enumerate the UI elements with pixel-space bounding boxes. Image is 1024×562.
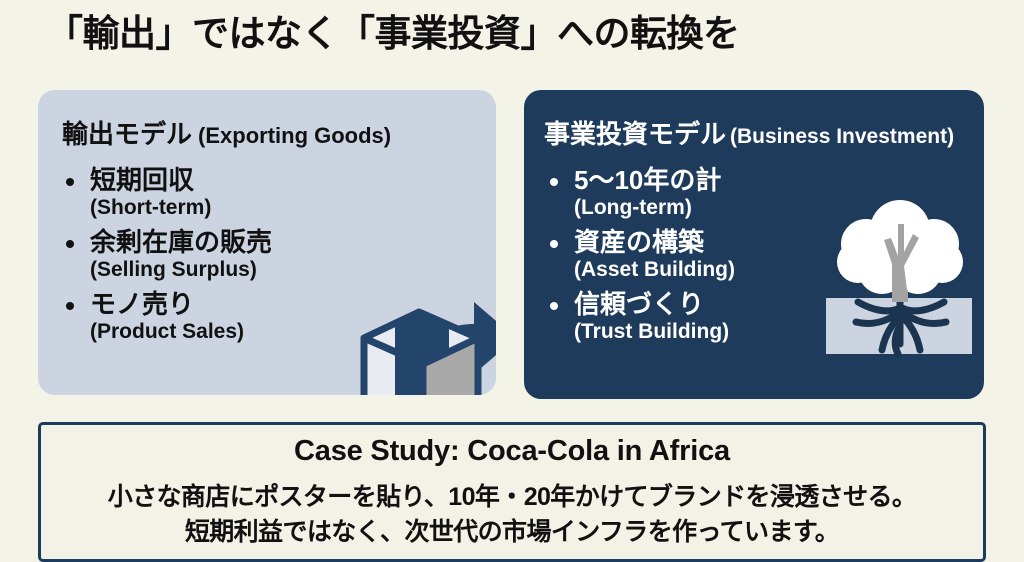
bullet-dot-icon	[550, 240, 558, 249]
bullet-dot-icon	[66, 178, 74, 186]
list-item: 資産の構築 (Asset Building)	[546, 227, 735, 282]
list-item-label-en: (Long-term)	[574, 195, 692, 219]
exporting-model-heading-jp: 輸出モデル	[62, 119, 193, 149]
bullet-dot-icon	[550, 178, 558, 186]
business-investment-heading: 事業投資モデル(Business Investment)	[544, 114, 954, 151]
tree-with-roots-icon	[826, 200, 972, 358]
business-investment-heading-jp: 事業投資モデル	[544, 119, 727, 149]
list-item-label-jp: 信頼づくり	[574, 289, 705, 320]
list-item-label-en: (Short-term)	[90, 195, 212, 219]
business-investment-card: 事業投資モデル(Business Investment) 5〜10年の計 (Lo…	[524, 90, 984, 399]
case-study-box: Case Study: Coca-Cola in Africa 小さな商店にポス…	[38, 422, 986, 562]
shipping-box-arrow-icon	[360, 302, 496, 395]
case-study-line-2: 短期利益ではなく、次世代の市場インフラを作っています。	[184, 518, 840, 546]
bullet-dot-icon	[66, 240, 74, 249]
list-item: 5〜10年の計 (Long-term)	[546, 165, 735, 220]
list-item-label-jp: 余剰在庫の販売	[90, 227, 273, 258]
list-item-label-en: (Product Sales)	[90, 319, 245, 343]
bullet-dot-icon	[66, 302, 74, 311]
list-item: モノ売り (Product Sales)	[62, 289, 272, 344]
slide-canvas: 「輸出」ではなく「事業投資」への転換を 輸出モデル(Exporting Good…	[38, 13, 986, 562]
exporting-model-heading: 輸出モデル(Exporting Goods)	[62, 114, 391, 151]
case-study-line-1: 小さな商店にポスターを貼り、10年・20年かけてブランドを浸透させる。	[107, 483, 917, 511]
case-study-title: Case Study: Coca-Cola in Africa	[294, 435, 730, 467]
list-item-label-en: (Selling Surplus)	[90, 257, 257, 281]
list-item-label-en: (Trust Building)	[574, 319, 730, 343]
page-title: 「輸出」ではなく「事業投資」への転換を	[46, 13, 740, 54]
list-item: 余剰在庫の販売 (Selling Surplus)	[62, 227, 273, 282]
exporting-model-card: 輸出モデル(Exporting Goods) 短期回収 (Short-term)…	[38, 90, 496, 395]
list-item-label-en: (Asset Building)	[574, 257, 735, 281]
exporting-model-bullet-list: 短期回収 (Short-term) 余剰在庫の販売 (Selling Surpl…	[62, 165, 273, 344]
business-investment-bullet-list: 5〜10年の計 (Long-term) 資産の構築 (Asset Buildin…	[546, 165, 735, 344]
business-investment-heading-en: (Business Investment)	[730, 125, 955, 148]
list-item: 短期回収 (Short-term)	[62, 165, 272, 220]
list-item-label-jp: 資産の構築	[574, 227, 705, 258]
bullet-dot-icon	[550, 302, 558, 311]
exporting-model-heading-en: (Exporting Goods)	[198, 123, 392, 148]
list-item-label-jp: 短期回収	[90, 165, 195, 195]
list-item: 信頼づくり (Trust Building)	[546, 289, 735, 344]
list-item-label-jp: モノ売り	[90, 289, 195, 320]
list-item-label-jp: 5〜10年の計	[574, 165, 722, 195]
